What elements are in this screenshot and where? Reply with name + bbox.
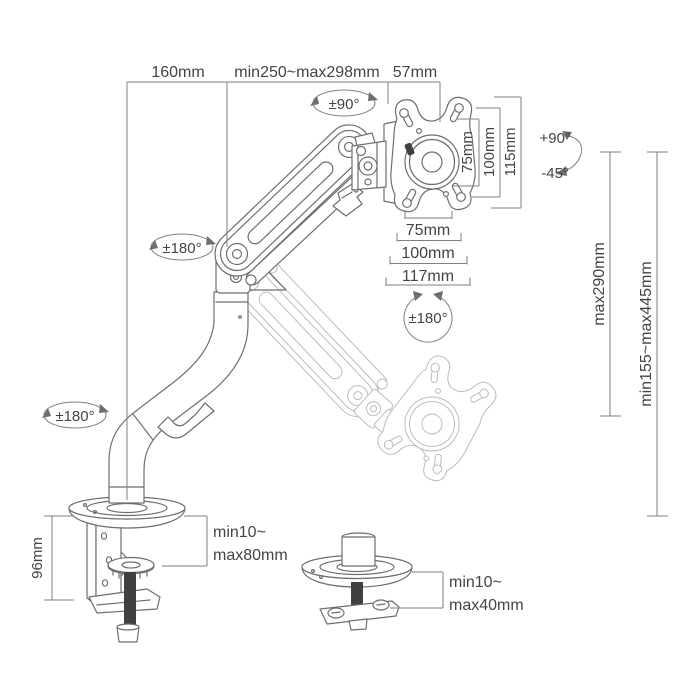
dim-label-160mm: 160mm [151, 64, 204, 81]
clamp-height-dimension: 96mm [29, 515, 74, 601]
vesa-plate-front [390, 96, 476, 213]
rotation-arrow-icon [99, 404, 109, 413]
rotation-arrow-icon [206, 236, 216, 245]
head-swivel-annotation: ±90° [310, 89, 378, 117]
cable-hook [157, 402, 215, 439]
rotation-arrow-icon [149, 240, 158, 250]
rotation-arrow-icon [368, 92, 378, 101]
top-dimension-chain: 160mm min250~max298mm 57mm [126, 64, 441, 500]
base-swivel-annotation: ±180° [42, 401, 109, 429]
rotation-arrow-icon [433, 291, 443, 301]
ghost-arm-lowered-position [227, 259, 504, 490]
desk-clamp [86, 513, 161, 643]
dim-label-clamp-range-1: min10~ [213, 524, 266, 541]
dim-label-vesa-h-100mm: 100mm [401, 245, 454, 262]
grommet-base [301, 532, 413, 631]
label-arm-swivel: ±180° [162, 240, 201, 257]
lower-arm-tube [108, 291, 249, 504]
rotation-arrow-icon [42, 408, 51, 418]
label-head-swivel: ±90° [329, 96, 360, 113]
ghost-vesa-plate [369, 346, 504, 490]
tilt-arrow-down-icon [556, 166, 567, 176]
dimension-annotations: 160mm min250~max298mm 57mm ±90° 75mm 100… [29, 64, 668, 614]
grommet-thickness-dimension: min10~ max40mm [390, 571, 524, 614]
dim-label-min250-max298mm: min250~max298mm [234, 64, 379, 81]
dim-label-grommet-range-2: max40mm [449, 597, 524, 614]
label-tilt-down: -45° [541, 165, 569, 182]
label-base-swivel: ±180° [55, 408, 94, 425]
rotation-arrow-icon [413, 291, 423, 301]
clamp-thickness-dimension: min10~ max80mm [162, 515, 288, 567]
clamp-front-face [86, 513, 97, 606]
height-dimensions: max290mm min155~max445mm [591, 151, 668, 517]
dim-label-vesa-v-100mm: 100mm [481, 127, 498, 177]
dim-label-grommet-range-1: min10~ [449, 574, 502, 591]
dim-label-max290mm: max290mm [591, 242, 608, 326]
dim-label-vesa-h-117mm: 117mm [402, 268, 454, 285]
vesa-thumb-screw [404, 142, 415, 156]
vesa-horizontal-dimensions: 75mm 100mm 117mm [385, 211, 471, 286]
dim-label-clamp-range-2: max80mm [213, 547, 288, 564]
dim-label-vesa-h-75mm: 75mm [406, 222, 450, 239]
arm-swivel-annotation: ±180° [149, 233, 216, 261]
dim-label-57mm: 57mm [393, 64, 437, 81]
tilt-arrow-up-icon [562, 131, 572, 140]
dim-label-vesa-v-115mm: 115mm [502, 128, 519, 177]
dim-label-min155-max445mm: min155~max445mm [638, 261, 655, 406]
tilt-arc-icon [563, 135, 583, 172]
arm-drawing [68, 96, 476, 643]
tilt-annotation: +90° -45° [540, 130, 583, 182]
rotation-arrow-icon [310, 96, 319, 106]
dim-label-96mm: 96mm [29, 537, 46, 579]
clamp-screw-rod [124, 572, 136, 628]
label-tilt-up: +90° [540, 130, 571, 147]
rotation-circle-icon [403, 295, 453, 343]
dim-label-vesa-v-75mm: 75mm [459, 131, 476, 173]
plate-rotation-annotation: ±180° [403, 291, 453, 343]
vesa-vertical-dimensions: 75mm 100mm 115mm [452, 96, 522, 209]
label-plate-rotation: ±180° [408, 310, 447, 327]
grommet-pole [341, 536, 376, 567]
